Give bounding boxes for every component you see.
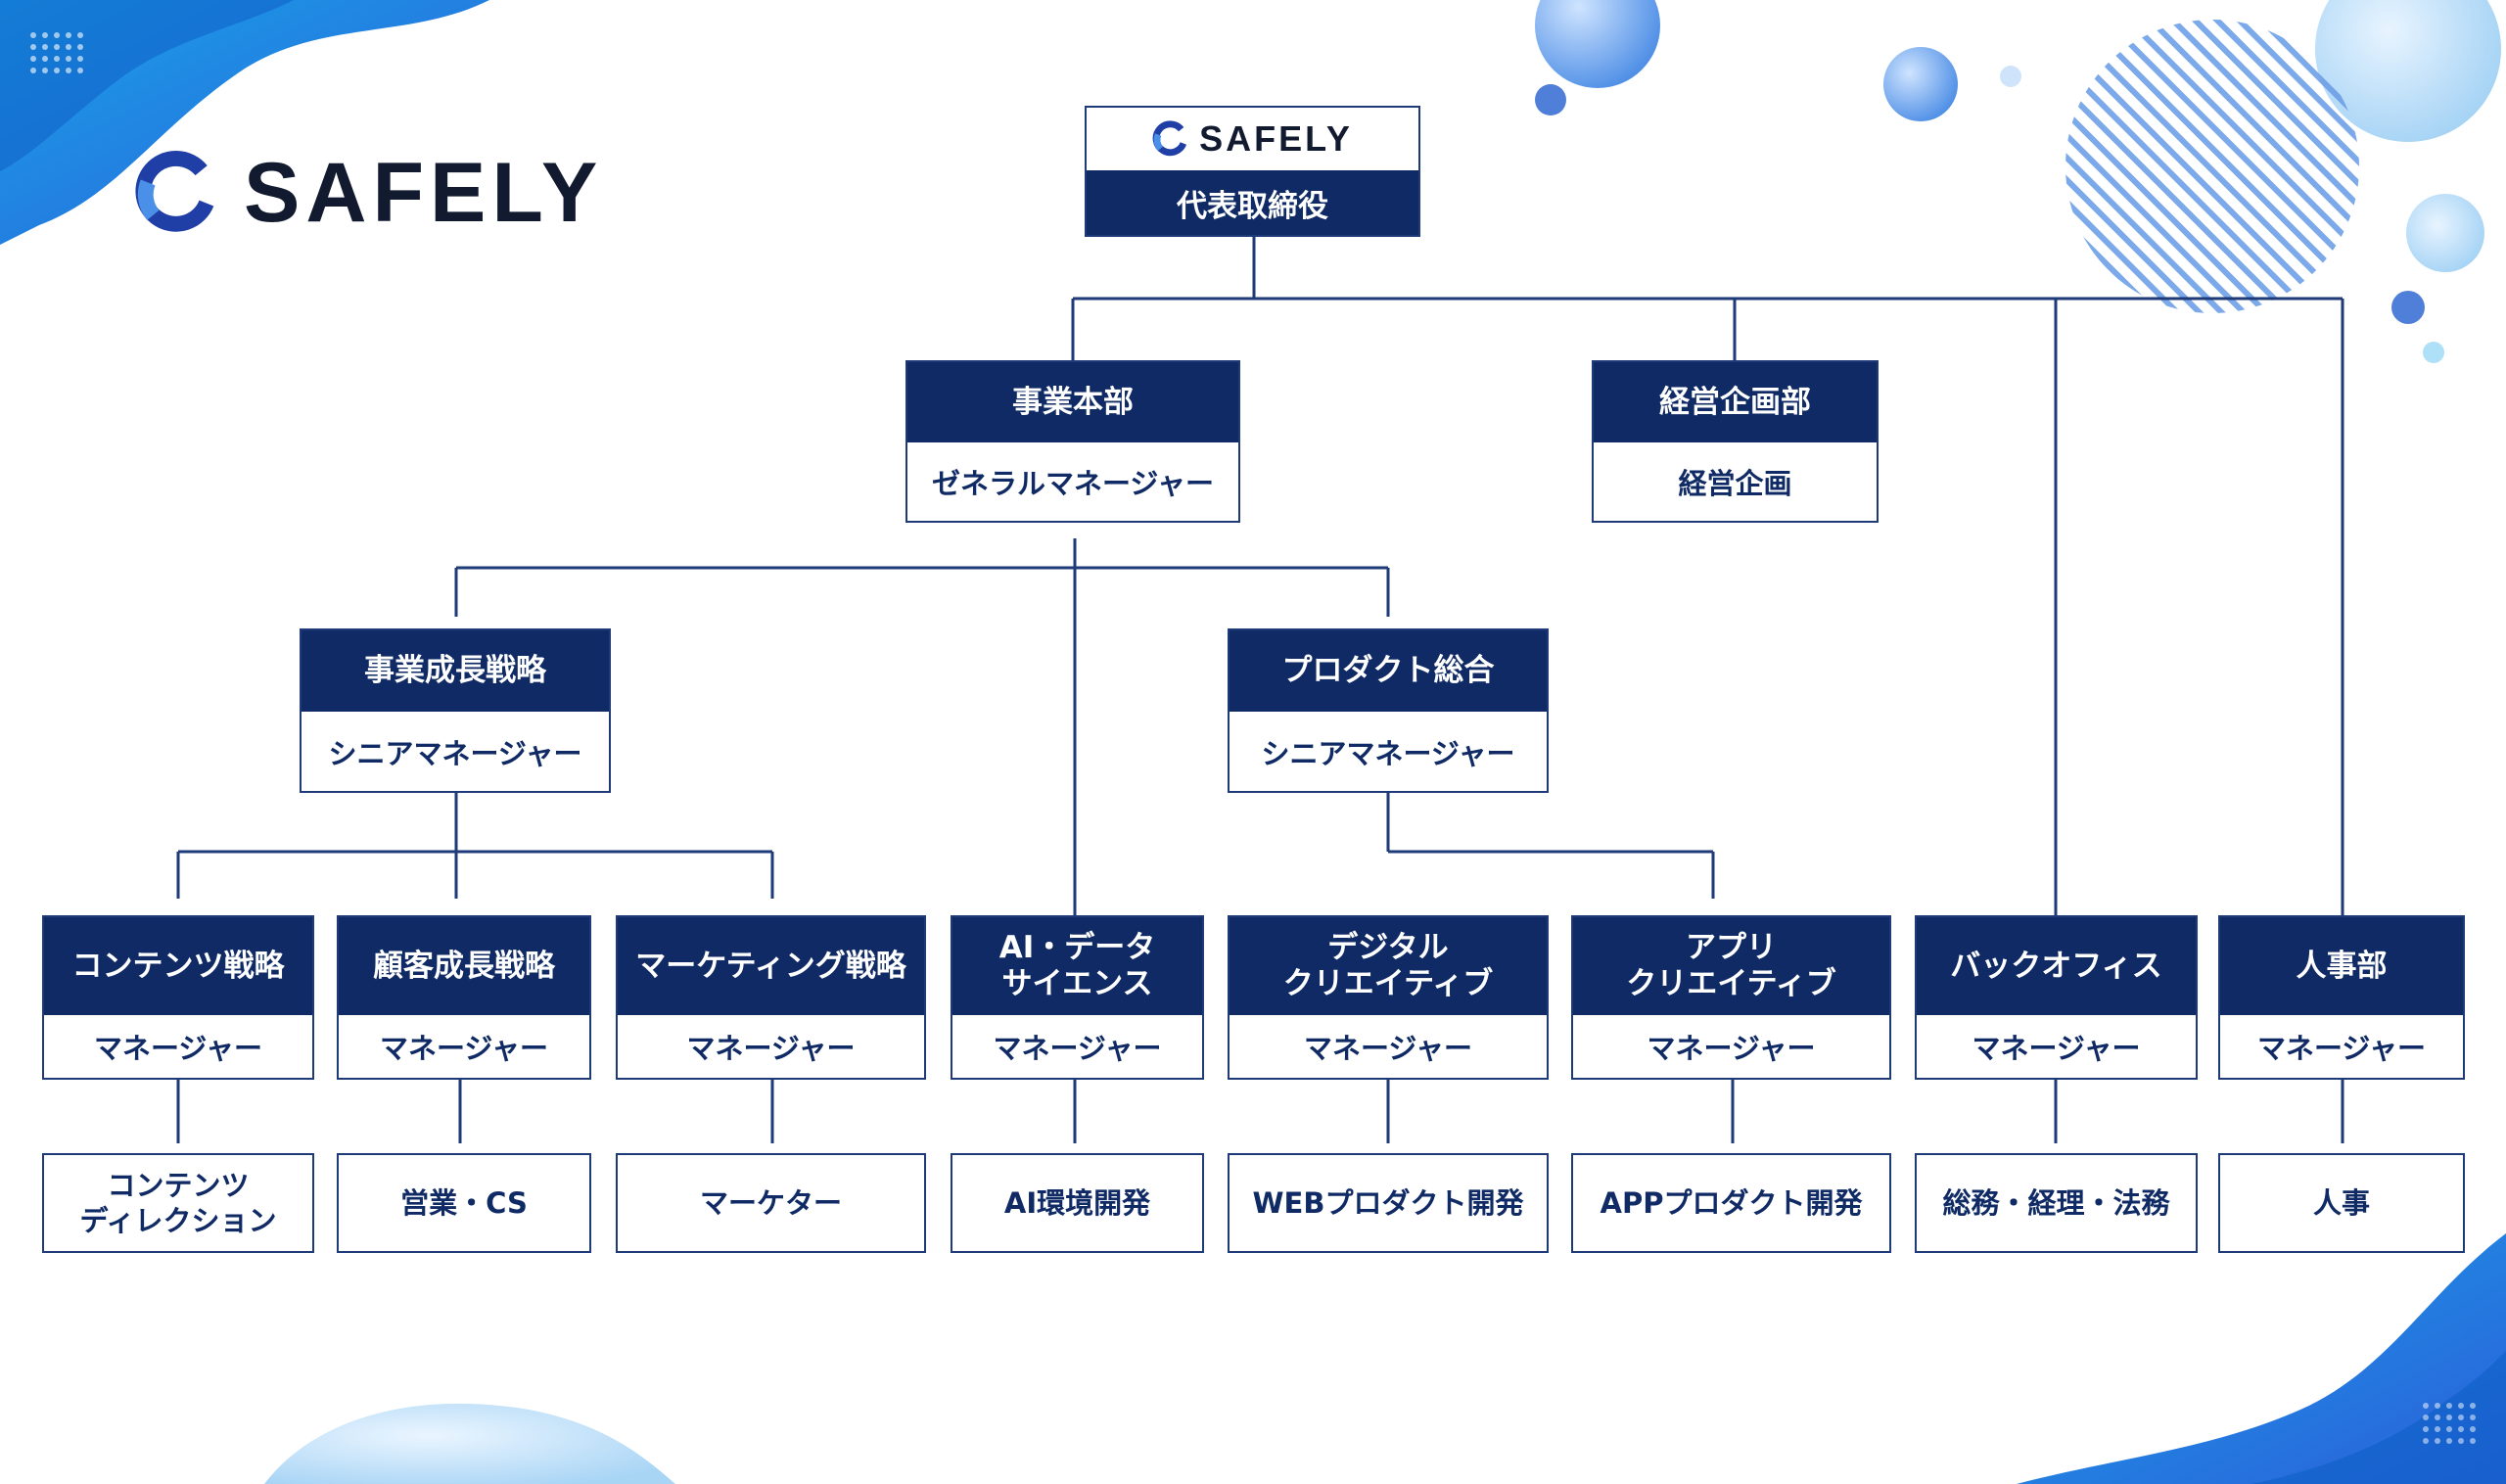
org-node-dept: バックオフィス マネージャー: [1915, 915, 2198, 1080]
node-role: マネージャー: [1647, 1032, 1816, 1065]
brand-name: SAFELY: [244, 146, 604, 240]
org-team: 総務・経理・法務: [1915, 1153, 2198, 1253]
node-role: マネージャー: [686, 1032, 856, 1065]
node-role: シニアマネージャー: [328, 736, 582, 770]
bubble: [2391, 291, 2425, 324]
org-node-dept: デジタル クリエイティブ マネージャー: [1228, 915, 1549, 1080]
org-team: コンテンツ ディレクション: [42, 1153, 314, 1253]
org-team: WEBプロダクト開発: [1228, 1153, 1549, 1253]
node-title: プロダクト総合: [1230, 630, 1547, 712]
bubble: [2315, 0, 2501, 142]
node-title: デジタル クリエイティブ: [1230, 917, 1547, 1015]
node-title: マーケティング戦略: [618, 917, 924, 1015]
org-node-dept: コンテンツ戦略 マネージャー: [42, 915, 314, 1080]
wave-bottom-right: [2017, 1233, 2506, 1484]
node-title: 顧客成長戦略: [339, 917, 589, 1015]
org-node-dept: マーケティング戦略 マネージャー: [616, 915, 926, 1080]
org-node-dept: 顧客成長戦略 マネージャー: [337, 915, 591, 1080]
org-node-dept: アプリ クリエイティブ マネージャー: [1571, 915, 1891, 1080]
node-role: マネージャー: [1304, 1032, 1472, 1065]
node-role: マネージャー: [1972, 1032, 2141, 1065]
org-team: 営業・CS: [337, 1153, 591, 1253]
node-title: コンテンツ戦略: [44, 917, 312, 1015]
org-node-dept: AI・データ サイエンス マネージャー: [951, 915, 1204, 1080]
node-title: AI・データ サイエンス: [952, 917, 1202, 1015]
node-role: マネージャー: [94, 1032, 262, 1065]
ceo-title: 代表取締役: [1087, 170, 1418, 235]
org-team: APPプロダクト開発: [1571, 1153, 1891, 1253]
org-node-ceo: SAFELY 代表取締役: [1085, 106, 1420, 237]
node-role: マネージャー: [2257, 1032, 2426, 1065]
wave-bottom-left: [264, 1403, 675, 1484]
bubble: [1883, 47, 1958, 121]
node-role: マネージャー: [993, 1032, 1162, 1065]
node-title: 経営企画部: [1594, 362, 1877, 442]
node-role: 経営企画: [1678, 467, 1792, 500]
safely-logo-icon: [1152, 120, 1187, 157]
node-title: 事業成長戦略: [302, 630, 609, 712]
org-team: 人事: [2218, 1153, 2465, 1253]
org-node-product: プロダクト総合 シニアマネージャー: [1228, 628, 1549, 793]
org-node-business-hq: 事業本部 ゼネラルマネージャー: [905, 360, 1240, 523]
bubble: [2406, 194, 2484, 272]
org-team: マーケター: [616, 1153, 926, 1253]
brand-logo: SAFELY: [134, 149, 603, 237]
node-role: ゼネラルマネージャー: [932, 467, 1214, 500]
bubble: [1535, 0, 1660, 88]
bubble: [2423, 342, 2444, 363]
org-node-dept: 人事部 マネージャー: [2218, 915, 2465, 1080]
node-role: シニアマネージャー: [1261, 736, 1515, 770]
node-role: マネージャー: [380, 1032, 548, 1065]
node-title: アプリ クリエイティブ: [1573, 917, 1889, 1015]
ceo-logo-text: SAFELY: [1199, 118, 1353, 159]
ceo-logo: SAFELY: [1087, 108, 1418, 170]
node-title: 事業本部: [907, 362, 1238, 442]
bubble: [2000, 66, 2021, 87]
org-node-business-growth: 事業成長戦略 シニアマネージャー: [300, 628, 611, 793]
node-title: 人事部: [2220, 917, 2463, 1015]
node-title: バックオフィス: [1917, 917, 2196, 1015]
safely-logo-icon: [135, 151, 214, 232]
org-team: AI環境開発: [951, 1153, 1204, 1253]
bubble: [1535, 84, 1566, 116]
org-node-corporate-planning: 経営企画部 経営企画: [1592, 360, 1879, 523]
